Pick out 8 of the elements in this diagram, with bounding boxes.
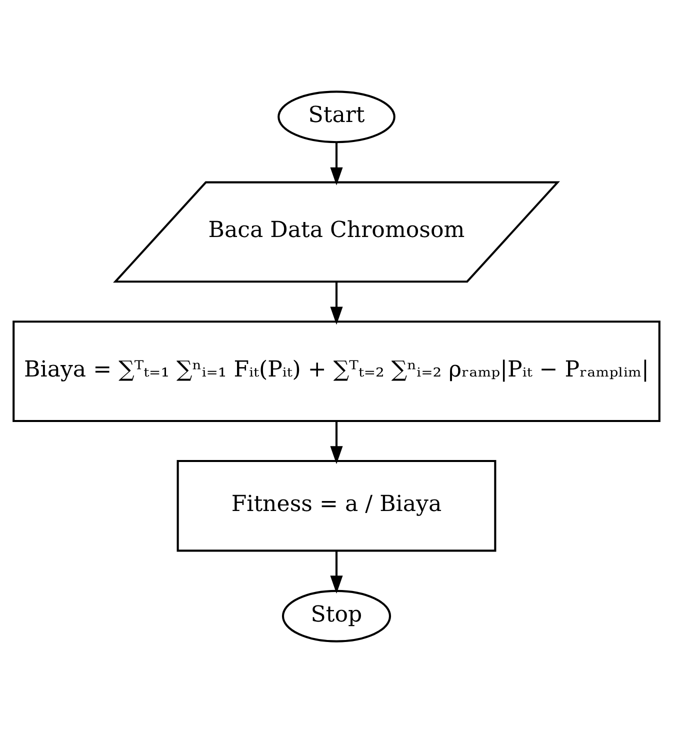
arrow xyxy=(330,550,343,594)
node-ellipse: Start xyxy=(278,90,396,144)
node-box: Biaya = ∑ᵀₜ₌₁ ∑ⁿᵢ₌₁ Fᵢₜ(Pᵢₜ) + ∑ᵀₜ₌₂ ∑ⁿᵢ₌₂ ρᵣₐₘₚ|Pᵢₜ − Pᵣₐₘₚₗᵢₘ| xyxy=(12,320,660,422)
arrow xyxy=(330,421,343,464)
node-box: Fitness = a / Biaya xyxy=(176,460,496,552)
arrow xyxy=(330,282,343,325)
arrow xyxy=(330,142,343,186)
node-ellipse: Stop xyxy=(282,590,392,642)
